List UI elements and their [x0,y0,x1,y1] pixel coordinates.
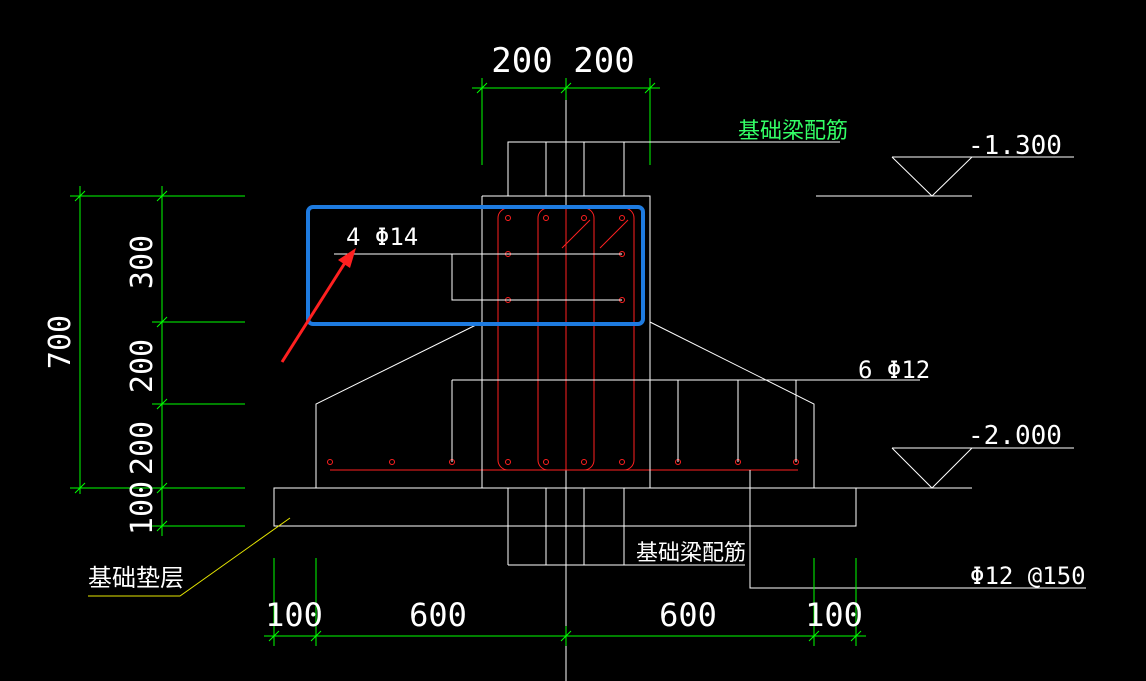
top-dim-right-label: 200 [573,41,634,81]
highlight-box [306,205,645,326]
bdim-100-left-label: 100 [265,596,323,634]
bdim-600-right-label: 600 [659,596,717,634]
vdim-300-label: 300 [125,235,160,289]
annotation-arrow [280,248,356,363]
cushion-leader [88,517,291,597]
rebar-dots [327,215,799,465]
beam-rebar-top-label: 基础梁配筋 [738,119,848,144]
top-dimension [472,78,660,165]
vdim-100-label: 100 [125,481,160,535]
elevation-top-label: -1.300 [968,131,1062,161]
highlight-rebar-label: 4 Φ14 [346,223,418,251]
bottom-dimensions [264,558,866,646]
bdim-100-right-label: 100 [805,596,863,634]
elevation-marker-bottom [814,447,1074,489]
elevation-bottom-label: -2.000 [968,421,1062,451]
elevation-marker-top [816,156,1074,197]
top-dim-left-label: 200 [491,41,552,81]
rebar-cage [330,207,798,471]
footing-outline [315,321,815,489]
hidden-lines [481,322,651,488]
side-rebar-label: 6 Φ12 [858,356,930,384]
vdim-200a-label: 200 [125,339,160,393]
bottom-rebar-label: Φ12 @150 [970,562,1086,590]
beam-rebar-bottom-label: 基础梁配筋 [636,541,746,566]
left-dimensions [70,186,245,536]
side-rebar-leaders [334,253,622,301]
vdim-total-label: 700 [43,315,78,369]
cushion-label: 基础垫层 [88,564,184,592]
cushion-layer [273,487,857,527]
distribution-rebar-leaders [451,379,1086,589]
bdim-600-left-label: 600 [409,596,467,634]
vdim-200b-label: 200 [125,421,160,475]
